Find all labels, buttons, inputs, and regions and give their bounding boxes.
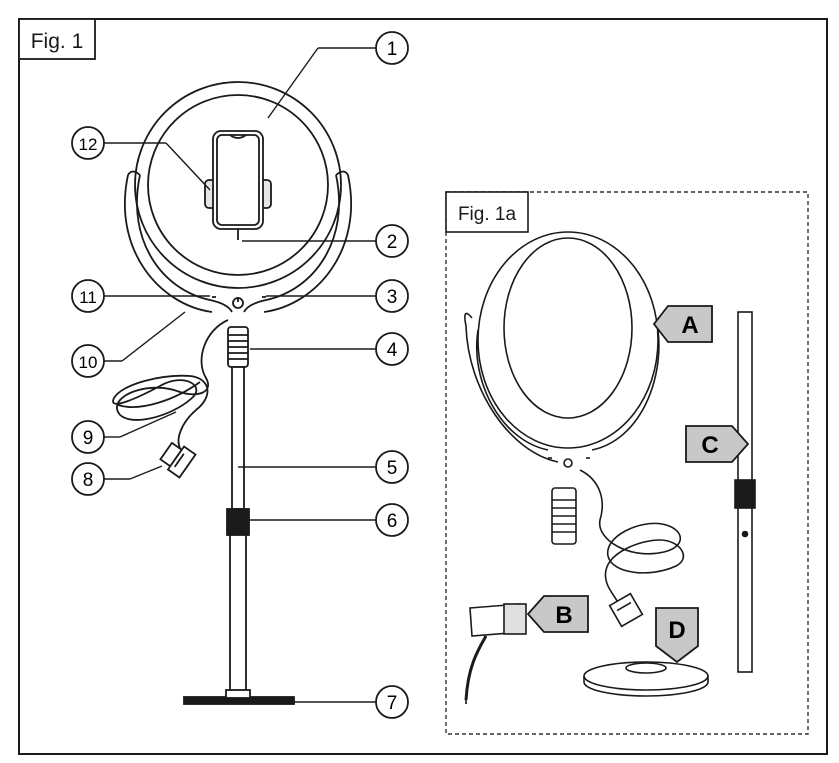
callout-5: 5: [375, 450, 409, 484]
part-tag-a-label: A: [681, 312, 698, 339]
telescopic-pole-lower: [229, 534, 247, 698]
callout-3: 3: [375, 279, 409, 313]
callout-4-label: 4: [387, 340, 398, 361]
figure-label: Fig. 1: [31, 30, 84, 53]
callout-8: 8: [71, 462, 105, 496]
part-tag-c: C: [685, 425, 750, 463]
ring-light: [134, 81, 342, 289]
callout-7: 7: [375, 685, 409, 719]
callout-11: 11: [71, 279, 105, 313]
part-tag-b-label: B: [555, 602, 572, 629]
callout-12: 12: [71, 126, 105, 160]
callout-1-label: 1: [387, 39, 398, 60]
figure-frame: [18, 18, 828, 755]
subfigure-label-box: Fig. 1a: [445, 191, 529, 233]
bracket-right: [243, 174, 340, 313]
part-tag-a: A: [652, 305, 713, 343]
bracket-left: [136, 174, 233, 313]
usb-plug-1a: [608, 592, 644, 628]
callout-9: 9: [71, 420, 105, 454]
part-tag-c-label: C: [701, 432, 718, 459]
usb-plug: [159, 441, 197, 479]
callout-9-label: 9: [83, 428, 94, 449]
subfigure-label: Fig. 1a: [458, 204, 517, 225]
part-tag-b: B: [526, 595, 589, 633]
subfigure-frame: [445, 191, 809, 735]
callout-7-label: 7: [387, 693, 398, 714]
telescopic-pole-upper: [231, 366, 245, 510]
callout-5-label: 5: [387, 458, 398, 479]
callout-4: 4: [375, 332, 409, 366]
callout-10: 10: [71, 344, 105, 378]
callout-6-label: 6: [387, 511, 398, 532]
exploded-parts: [464, 231, 756, 704]
part-tag-d: D: [655, 607, 699, 664]
smartphone: [212, 130, 264, 230]
callout-2: 2: [375, 224, 409, 258]
gooseneck: [464, 635, 488, 701]
callout-6: 6: [375, 503, 409, 537]
callout-8-label: 8: [83, 470, 94, 491]
callout-1: 1: [375, 31, 409, 65]
part-tag-d-label: D: [668, 617, 685, 644]
leader-lines: [104, 47, 376, 703]
ring-light-assembly: [112, 81, 353, 705]
callout-2-label: 2: [387, 232, 398, 253]
usb-cable-1a: [579, 469, 685, 611]
figure-label-box: Fig. 1: [18, 18, 96, 60]
callout-10-label: 10: [79, 353, 98, 372]
callout-12-label: 12: [79, 135, 98, 154]
usb-cable: [112, 319, 229, 449]
callout-11-label: 11: [79, 288, 97, 307]
ring-light-part-a: [477, 231, 659, 449]
pole-locking-ring: [226, 508, 250, 536]
callout-3-label: 3: [387, 287, 398, 308]
